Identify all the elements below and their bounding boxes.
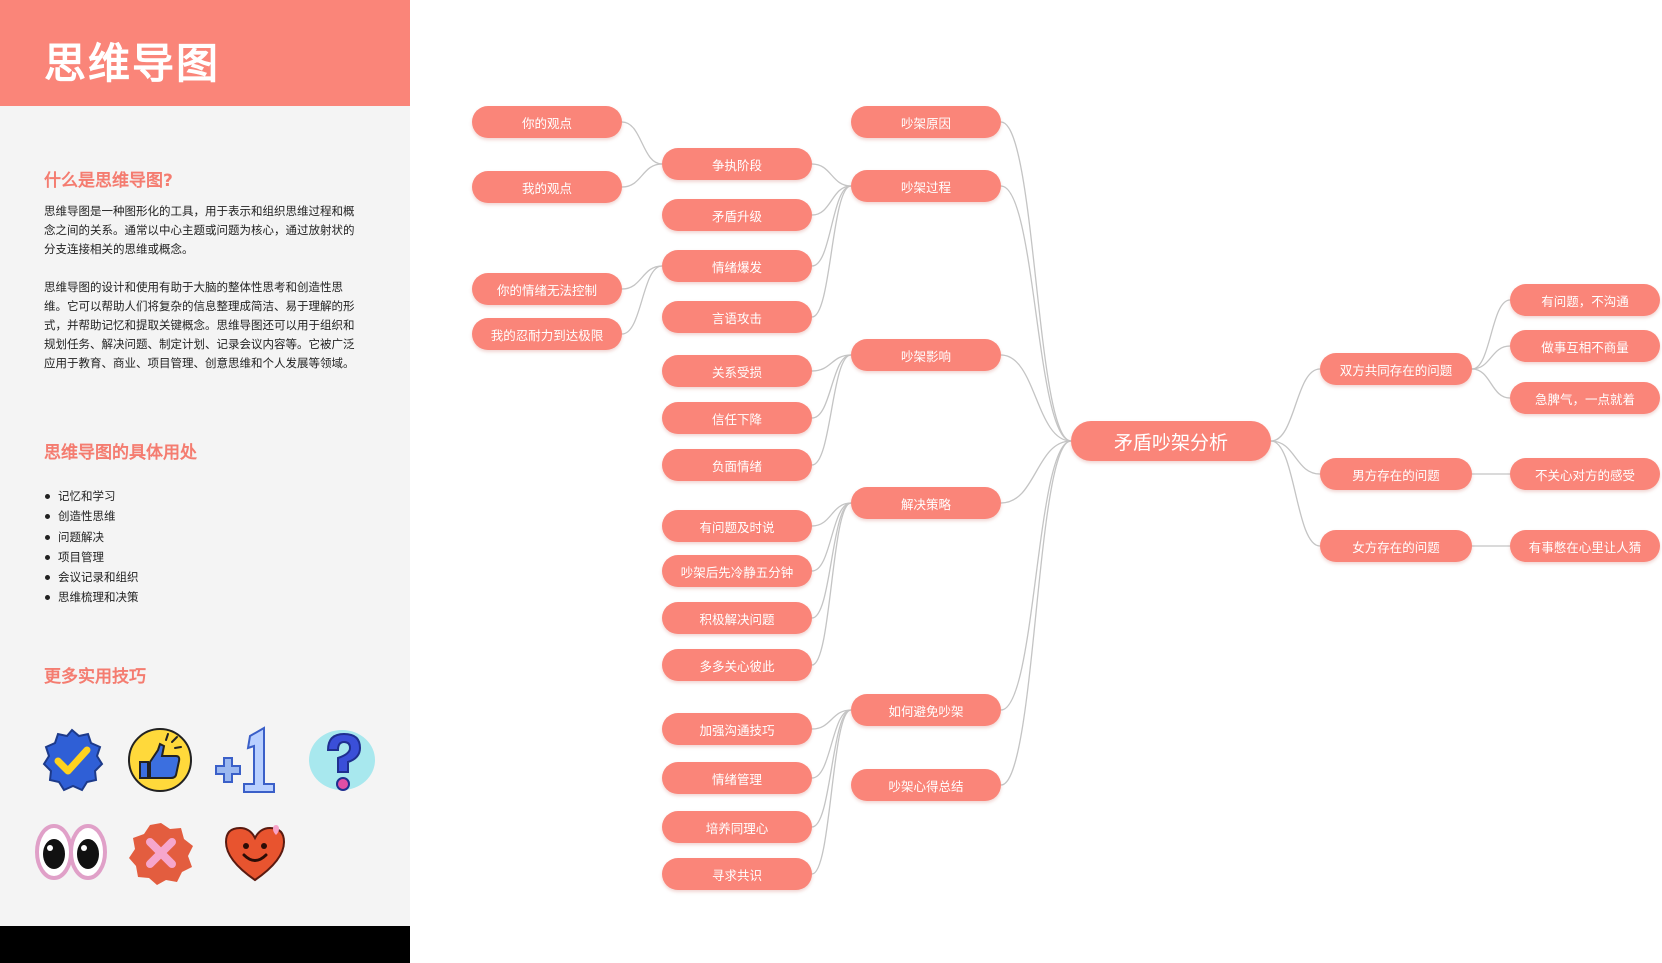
list-item: 思维梳理和决策 [44, 587, 139, 607]
branch-node[interactable]: 男方存在的问题 [1320, 458, 1472, 490]
sub-branch-node[interactable]: 培养同理心 [662, 811, 812, 843]
eyes-icon [35, 824, 107, 880]
connector-line [811, 502, 852, 666]
connector-line [811, 354, 852, 466]
sub-branch-node[interactable]: 积极解决问题 [662, 602, 812, 634]
benefits-paragraph: 思维导图的设计和使用有助于大脑的整体性思考和创造性思维。它可以帮助人们将复杂的信… [44, 280, 355, 370]
sub-branch-node[interactable]: 信任下降 [662, 402, 812, 434]
root-topic-node[interactable]: 矛盾吵架分析 [1071, 421, 1271, 461]
leaf-node[interactable]: 你的情绪无法控制 [472, 273, 622, 305]
list-item: 记忆和学习 [44, 486, 139, 506]
leaf-node[interactable]: 不关心对方的感受 [1510, 458, 1660, 490]
connector-line [1000, 354, 1072, 442]
list-item: 项目管理 [44, 547, 139, 567]
connector-line [1471, 299, 1511, 370]
connector-line [1270, 440, 1321, 547]
branch-node[interactable]: 如何避免吵架 [851, 694, 1001, 726]
connector-line [811, 185, 852, 216]
connector-line [1000, 440, 1072, 711]
branch-node[interactable]: 双方共同存在的问题 [1320, 353, 1472, 385]
connector-line [1000, 185, 1072, 442]
check-badge-icon [42, 728, 104, 792]
page-title: 思维导图 [44, 39, 221, 88]
sub-branch-node[interactable]: 言语攻击 [662, 301, 812, 333]
connector-line [1000, 440, 1072, 504]
list-item: 问题解决 [44, 527, 139, 547]
title-banner: 思维导图 [0, 0, 410, 106]
connector-line [811, 502, 852, 619]
sub-branch-node[interactable]: 加强沟通技巧 [662, 713, 812, 745]
section-heading-uses: 思维导图的具体用处 [44, 443, 197, 463]
connector-line [621, 121, 663, 165]
question-mark-icon [309, 730, 375, 791]
leaf-node[interactable]: 有问题，不沟通 [1510, 284, 1660, 316]
sub-branch-node[interactable]: 寻求共识 [662, 858, 812, 890]
connector-line [621, 265, 663, 335]
connector-line [1471, 345, 1511, 370]
x-mark-icon [129, 823, 193, 885]
connector-line [811, 185, 852, 267]
connector-line [811, 502, 852, 572]
leaf-node[interactable]: 有事憋在心里让人猜 [1510, 530, 1660, 562]
connector-line [1000, 440, 1072, 786]
branch-node[interactable]: 吵架过程 [851, 170, 1001, 202]
leaf-node[interactable]: 做事互相不商量 [1510, 330, 1660, 362]
intro-paragraph: 思维导图是一种图形化的工具，用于表示和组织思维过程和概念之间的关系。通常以中心主… [44, 204, 355, 256]
leaf-node[interactable]: 你的观点 [472, 106, 622, 138]
leaf-node[interactable]: 急脾气，一点就着 [1510, 382, 1660, 414]
uses-list: 记忆和学习 创造性思维 问题解决 项目管理 会议记录和组织 思维梳理和决策 [44, 486, 139, 608]
sub-branch-node[interactable]: 负面情绪 [662, 449, 812, 481]
branch-node[interactable]: 解决策略 [851, 487, 1001, 519]
connector-line [811, 709, 852, 779]
sub-branch-node[interactable]: 争执阶段 [662, 148, 812, 180]
connector-line [1270, 368, 1321, 442]
plus-one-icon [215, 726, 275, 793]
sidebar-panel: 思维导图 什么是思维导图? 思维导图是一种图形化的工具，用于表示和组织思维过程和… [0, 0, 410, 963]
connector-line [1471, 368, 1511, 399]
section-heading-what-is: 什么是思维导图? [44, 171, 173, 191]
connector-line [1270, 440, 1321, 475]
branch-node[interactable]: 吵架心得总结 [851, 769, 1001, 801]
connector-line [811, 354, 852, 419]
sub-branch-node[interactable]: 情绪爆发 [662, 250, 812, 282]
connector-line [621, 163, 663, 188]
smiling-heart-icon [224, 825, 286, 882]
connector-line [1000, 121, 1072, 442]
list-item: 会议记录和组织 [44, 567, 139, 587]
leaf-node[interactable]: 我的忍耐力到达极限 [472, 318, 622, 350]
connector-line [811, 709, 852, 875]
sub-branch-node[interactable]: 有问题及时说 [662, 510, 812, 542]
sub-branch-node[interactable]: 关系受损 [662, 355, 812, 387]
branch-node[interactable]: 女方存在的问题 [1320, 530, 1472, 562]
sub-branch-node[interactable]: 吵架后先冷静五分钟 [662, 555, 812, 587]
sub-branch-node[interactable]: 多多关心彼此 [662, 649, 812, 681]
connector-line [621, 265, 663, 290]
connector-line [811, 163, 852, 187]
connector-line [811, 185, 852, 318]
branch-node[interactable]: 吵架原因 [851, 106, 1001, 138]
bottom-bar [0, 926, 410, 963]
sub-branch-node[interactable]: 情绪管理 [662, 762, 812, 794]
leaf-node[interactable]: 我的观点 [472, 171, 622, 203]
sub-branch-node[interactable]: 矛盾升级 [662, 199, 812, 231]
section-heading-tips: 更多实用技巧 [44, 667, 146, 687]
branch-node[interactable]: 吵架影响 [851, 339, 1001, 371]
thumbs-up-icon [128, 728, 192, 792]
connector-line [811, 709, 852, 828]
list-item: 创造性思维 [44, 506, 139, 526]
